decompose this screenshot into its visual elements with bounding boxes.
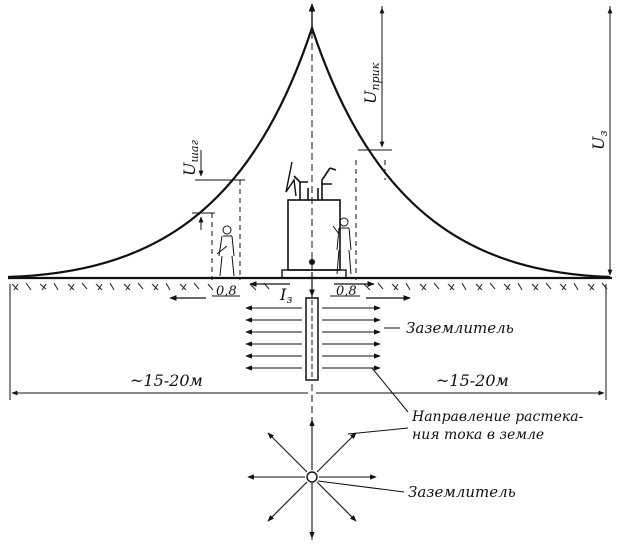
plan-view-electrode: Заземлитель <box>247 419 516 539</box>
surface-dimensions: 0,8 0,8 Iз <box>169 272 411 306</box>
ground-hatching <box>11 282 608 291</box>
u-step-label: Uшаг <box>180 140 201 176</box>
spread-annotation: Направление растека- ния тока в земле <box>347 367 584 443</box>
left-person-zone <box>211 160 386 280</box>
span-right-label: ~15-20м <box>436 371 509 390</box>
distance-left-label: 0,8 <box>216 284 237 299</box>
distance-right-label: 0,8 <box>336 284 357 299</box>
span-dimension: ~15-20м ~15-20м <box>9 284 607 400</box>
touch-voltage-dimension: Uприк <box>358 6 392 151</box>
lightning-icon <box>285 161 297 197</box>
electrode-label-2: Заземлитель <box>408 483 516 501</box>
u-ground-label: Uз <box>589 131 610 150</box>
vertical-electrode: Заземлитель <box>245 297 514 381</box>
potential-curve-dashed-left <box>183 149 260 240</box>
spread-label-line1: Направление растека- <box>411 409 584 425</box>
potential-curve <box>7 24 611 279</box>
u-touch-label: Uприк <box>361 62 382 104</box>
ground-surface <box>8 276 612 291</box>
potential-curve-dashed-right <box>360 149 432 237</box>
electrical-equipment <box>281 161 347 279</box>
spread-label-line2: ния тока в земле <box>412 427 544 443</box>
person-right-icon <box>332 217 352 275</box>
step-voltage-dimension: Uшаг <box>180 140 245 230</box>
ground-voltage-dimension: Uз <box>589 6 613 276</box>
span-left-label: ~15-20м <box>130 371 203 390</box>
person-left-icon <box>216 225 235 277</box>
electrode-label-1: Заземлитель <box>406 319 514 337</box>
ground-current-label: Iз <box>279 285 292 306</box>
